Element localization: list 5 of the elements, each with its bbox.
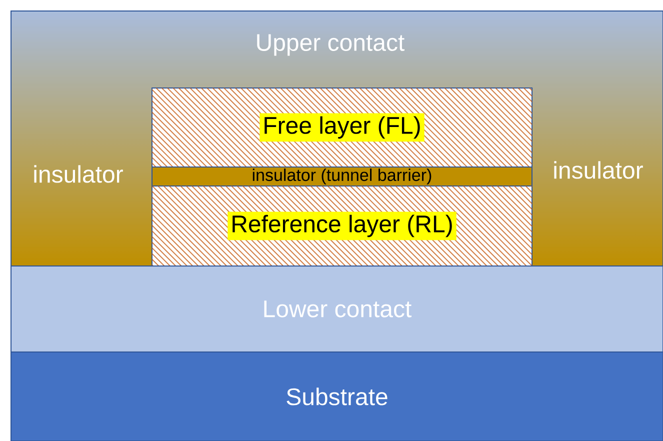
layer-box: Reference layer (RL): [152, 186, 532, 266]
lower-contact-layer: Lower contact: [10, 266, 663, 352]
layer-box: Free layer (FL): [152, 88, 532, 168]
barrier-layer: insulator (tunnel barrier): [152, 166, 532, 186]
substrate-layer: Substrate: [10, 352, 663, 441]
